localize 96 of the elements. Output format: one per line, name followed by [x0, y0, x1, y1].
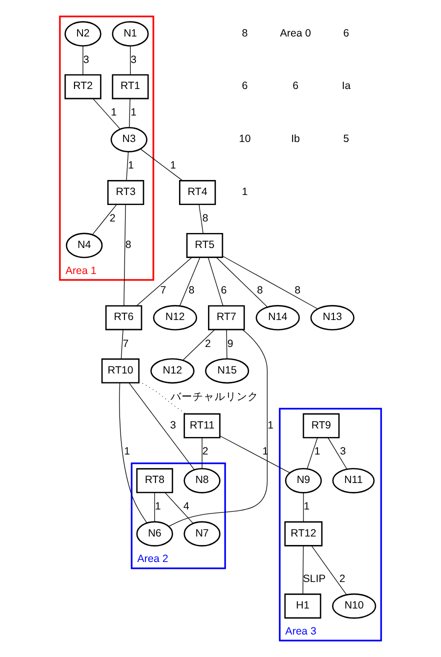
connector: [208, 257, 224, 306]
connector: [126, 151, 129, 181]
connector: [92, 204, 118, 236]
label: 6: [292, 80, 298, 92]
label: 10: [239, 133, 251, 146]
edge-label: 3: [170, 419, 176, 432]
node-ellipse: N10: [332, 593, 376, 619]
label: Area 0: [280, 27, 312, 40]
edge-label: 9: [227, 338, 234, 350]
edge-label: 1: [314, 446, 320, 458]
edge-label: バーチャルリンク: [170, 390, 259, 403]
node-ellipse: N14: [256, 305, 300, 330]
label: Ib: [291, 133, 300, 146]
node-ellipse: N1: [112, 21, 149, 47]
label: 6: [343, 27, 350, 40]
connector: [182, 329, 216, 361]
node-box: RT10: [101, 358, 140, 384]
label: 1: [242, 186, 248, 198]
connector: [311, 546, 347, 596]
connector: [154, 492, 156, 522]
node-box: RT7: [208, 305, 245, 330]
edge-label: 2: [339, 572, 346, 585]
node-box: RT2: [64, 74, 102, 100]
connector: [140, 148, 183, 181]
label: Ia: [342, 80, 351, 92]
edge-label: 1: [155, 500, 161, 513]
edge-label: 3: [130, 54, 137, 66]
connector: [120, 329, 124, 360]
connector: [180, 257, 200, 306]
edge-label: 1: [110, 106, 117, 119]
connector: [168, 329, 268, 527]
connector: [222, 256, 318, 310]
node-ellipse: N6: [136, 521, 174, 546]
edge-label: 2: [110, 212, 116, 224]
edge-label: 8: [257, 284, 263, 297]
connector: [82, 46, 84, 76]
edge-label: 2: [202, 446, 208, 458]
edge-label: 7: [122, 338, 129, 350]
label: 5: [343, 133, 350, 146]
edge-label: 1: [128, 160, 134, 172]
node-ellipse: N8: [184, 468, 220, 494]
edge-label: 8: [188, 284, 194, 297]
connector: [124, 204, 126, 306]
edge-label: 1: [304, 500, 310, 513]
connector: [130, 46, 131, 76]
connector: [164, 492, 194, 524]
edge-label: 2: [205, 338, 211, 350]
node-ellipse: N12: [153, 305, 198, 330]
node-ellipse: N9: [285, 468, 322, 494]
label: 8: [242, 27, 248, 40]
node-box: RT1: [112, 74, 149, 100]
connector: [136, 257, 192, 306]
edge-label: 7: [160, 284, 166, 297]
connector: [216, 257, 268, 308]
node-ellipse: N15: [205, 358, 250, 384]
edge-label: 8: [294, 284, 300, 297]
node-box: H1: [284, 594, 322, 619]
edge-label: 1: [268, 419, 274, 432]
connector: [128, 98, 130, 128]
node-ellipse: N4: [66, 232, 103, 258]
connector: [138, 380, 186, 414]
node-ellipse: N11: [332, 468, 375, 494]
connector: [306, 437, 318, 469]
edge-label: 8: [125, 238, 132, 251]
node-ellipse: N7: [184, 521, 220, 546]
node-box: RT12: [284, 521, 323, 546]
edge-label: 6: [220, 284, 227, 297]
node-ellipse: N13: [310, 305, 354, 330]
edge-label: 1: [124, 446, 130, 458]
edge-label: 8: [202, 212, 208, 224]
connector: [128, 382, 195, 470]
connector: [328, 437, 348, 470]
node-ellipse: N12: [150, 358, 195, 384]
edge-label: 4: [183, 500, 190, 513]
node-box: RT6: [105, 305, 142, 330]
edge-label: 1: [170, 160, 176, 172]
edge-label: 1: [130, 106, 137, 119]
connector: [303, 492, 304, 522]
connector: [226, 329, 228, 359]
connector: [220, 436, 290, 474]
node-box: RT4: [179, 180, 216, 206]
connector: [119, 382, 148, 524]
edge-label: 3: [340, 446, 346, 458]
node-box: RT3: [107, 180, 144, 206]
edge-label: SLIP: [302, 572, 326, 585]
label: 6: [242, 80, 248, 92]
node-box: RT9: [302, 413, 340, 438]
connector: [198, 204, 204, 234]
node-box: RT8: [136, 468, 174, 494]
connector: [92, 98, 120, 130]
edge-label: 3: [83, 54, 90, 66]
node-box: RT5: [186, 232, 224, 258]
node-box: RT11: [184, 413, 220, 438]
connector: [302, 546, 304, 594]
node-ellipse: N2: [64, 21, 102, 47]
node-ellipse: N3: [110, 126, 148, 152]
